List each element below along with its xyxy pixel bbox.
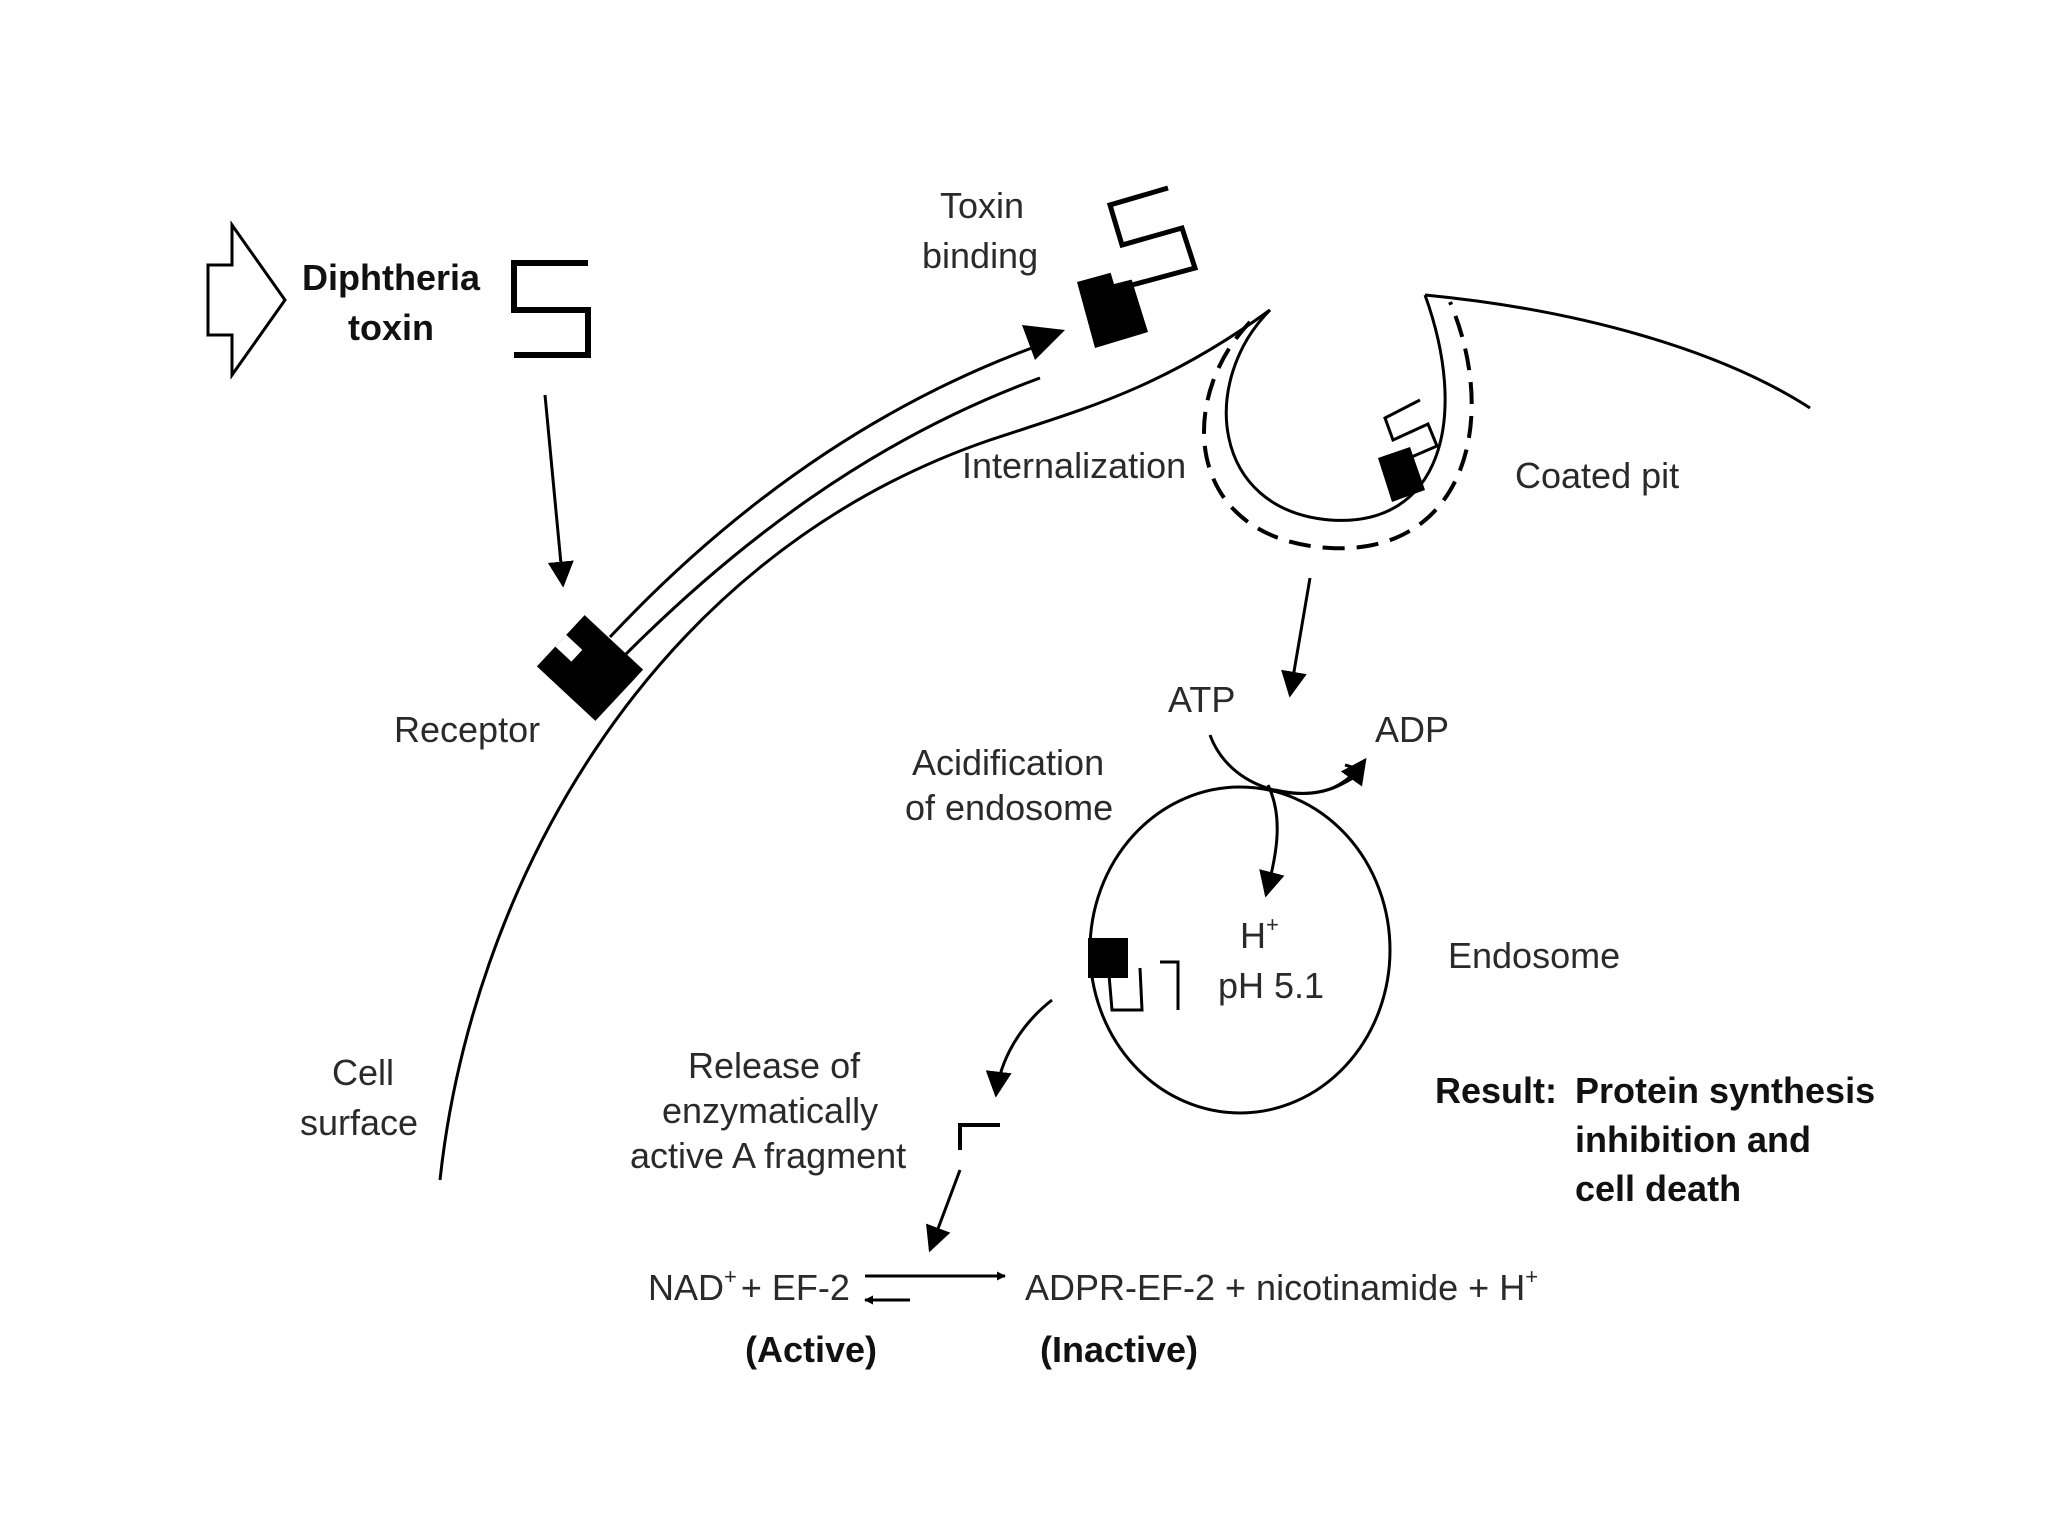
label-result: Result: [1435, 1070, 1557, 1111]
a-fragment-icon [958, 1123, 1000, 1150]
arrow-toxin-to-receptor [543, 394, 574, 588]
arrow-endosome-to-fragment [985, 998, 1053, 1098]
endosome-toxin-icon [1088, 938, 1180, 1012]
movement-path-outer [608, 343, 1041, 639]
label-ph: pH 5.1 [1218, 965, 1324, 1006]
cell-surface-membrane-right [1424, 293, 1811, 410]
label-nad: NAD++ EF-2 [648, 1264, 850, 1308]
toxin-binding-icon [1077, 185, 1199, 348]
label-adp: ADP [1375, 709, 1449, 750]
label-h-plus: H+ [1240, 912, 1279, 956]
receptor-icon [536, 615, 644, 721]
coated-pit-inner [1224, 294, 1447, 522]
toxin-symbol-icon [511, 260, 591, 358]
label-surface: surface [300, 1102, 418, 1143]
label-products: ADPR-EF-2 + nicotinamide + H+ [1025, 1264, 1538, 1308]
label-cell: Cell [332, 1052, 394, 1093]
adp-arrow-curve [1274, 757, 1367, 795]
label-acidification-1: Acidification [912, 742, 1104, 783]
h-plus-arrow-curve [1259, 784, 1285, 898]
label-coated-pit: Coated pit [1515, 455, 1679, 496]
label-receptor: Receptor [394, 709, 540, 750]
movement-path-inner [623, 376, 1041, 657]
label-release-2: enzymatically [662, 1090, 878, 1131]
label-result-2: inhibition and [1575, 1119, 1811, 1160]
pit-toxin-icon [1378, 398, 1439, 502]
movement-path-arrowhead [1022, 325, 1065, 360]
label-diphtheria: Diphtheria [302, 257, 481, 298]
cell-surface-membrane [438, 308, 1271, 1181]
label-toxin-binding-1: Toxin [940, 185, 1024, 226]
label-internalization: Internalization [962, 445, 1186, 486]
label-endosome: Endosome [1448, 935, 1620, 976]
label-inactive: (Inactive) [1040, 1329, 1198, 1370]
label-result-3: cell death [1575, 1168, 1741, 1209]
arrow-pit-to-endosome [1281, 577, 1312, 698]
label-result-1: Protein synthesis [1575, 1070, 1875, 1111]
label-release-1: Release of [688, 1045, 861, 1086]
label-atp: ATP [1168, 679, 1235, 720]
label-toxin: toxin [348, 307, 434, 348]
atp-adp-curve [1208, 734, 1359, 795]
arrow-fragment-to-reaction [926, 1169, 962, 1253]
label-acidification-2: of endosome [905, 787, 1113, 828]
label-release-3: active A fragment [630, 1135, 906, 1176]
coated-pit-coat [1202, 301, 1474, 551]
hollow-entry-arrow [206, 220, 287, 380]
label-active: (Active) [745, 1329, 877, 1370]
label-toxin-binding-2: binding [922, 235, 1038, 276]
